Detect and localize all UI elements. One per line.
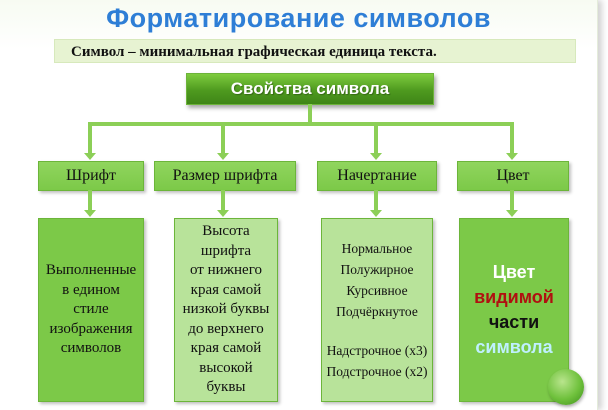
color-word: части: [488, 312, 540, 332]
style-underline: Подчёркнутое: [336, 304, 418, 319]
arrow-color-desc: [506, 210, 518, 217]
style-superscript: Надстрочное (x3): [326, 343, 428, 358]
size-desc-line: буквы: [206, 379, 246, 396]
style-italic: Курсивное: [346, 283, 408, 298]
navigation-ball-icon[interactable]: [548, 369, 584, 405]
arrow-font-desc: [84, 210, 96, 217]
arrow-to-font: [84, 153, 96, 160]
size-desc-line: до верхнего: [188, 320, 264, 337]
color-word: Цвет: [492, 262, 536, 282]
category-font: Шрифт: [38, 161, 144, 191]
size-desc-line: высокой: [199, 359, 253, 376]
style-subscript: Подстрочное (x2): [326, 364, 428, 379]
connector-horizontal-bar: [88, 122, 514, 126]
size-desc-line: низкой буквы: [182, 301, 270, 318]
description-size-text: Высота шрифта от нижнего края самой низк…: [183, 222, 270, 398]
connector-style-desc: [374, 190, 378, 211]
connector-root-stem: [308, 104, 312, 124]
size-desc-line: шрифта: [200, 242, 252, 259]
connector-size-desc: [221, 190, 225, 211]
description-color: Цвет видимой части символа: [459, 218, 569, 402]
font-desc-line: в едином: [62, 281, 120, 298]
definition-bar: Символ – минимальная графическая единица…: [54, 39, 576, 63]
connector-drop-style: [374, 122, 378, 154]
connector-drop-size: [221, 122, 225, 154]
size-desc-line: края самой: [190, 281, 262, 298]
description-font: Выполненные в едином стиле изображения с…: [38, 218, 144, 402]
font-desc-line: Выполненные: [45, 262, 137, 279]
arrow-to-size: [217, 153, 229, 160]
category-style: Начертание: [317, 161, 437, 191]
category-size: Размер шрифта: [154, 161, 296, 191]
color-word: видимой: [474, 287, 554, 307]
description-style: Нормальное Полужирное Курсивное Подчёркн…: [321, 218, 433, 402]
slide-title: Форматирование символов: [106, 3, 491, 33]
arrow-size-desc: [217, 210, 229, 217]
style-bold: Полужирное: [340, 262, 414, 277]
category-color: Цвет: [457, 161, 569, 191]
arrow-style-desc: [370, 210, 382, 217]
description-size: Высота шрифта от нижнего края самой низк…: [174, 218, 278, 402]
connector-drop-font: [88, 122, 92, 154]
arrow-to-color: [506, 153, 518, 160]
description-font-text: Выполненные в едином стиле изображения с…: [46, 261, 136, 359]
connector-font-desc: [88, 190, 92, 211]
arrow-to-style: [370, 153, 382, 160]
font-desc-line: символов: [60, 340, 122, 357]
description-color-text: Цвет видимой части символа: [474, 260, 554, 360]
connector-color-desc: [510, 190, 514, 211]
size-desc-line: края самой: [190, 340, 262, 357]
color-word: символа: [475, 337, 553, 357]
style-normal: Нормальное: [341, 241, 413, 256]
size-desc-line: от нижнего: [189, 262, 262, 279]
description-style-text: Нормальное Полужирное Курсивное Подчёркн…: [327, 238, 428, 382]
size-desc-line: Высота: [202, 223, 250, 240]
root-node: Свойства символа: [186, 73, 434, 105]
font-desc-line: изображения: [49, 320, 133, 337]
connector-drop-color: [510, 122, 514, 154]
font-desc-line: стиле: [73, 301, 109, 318]
